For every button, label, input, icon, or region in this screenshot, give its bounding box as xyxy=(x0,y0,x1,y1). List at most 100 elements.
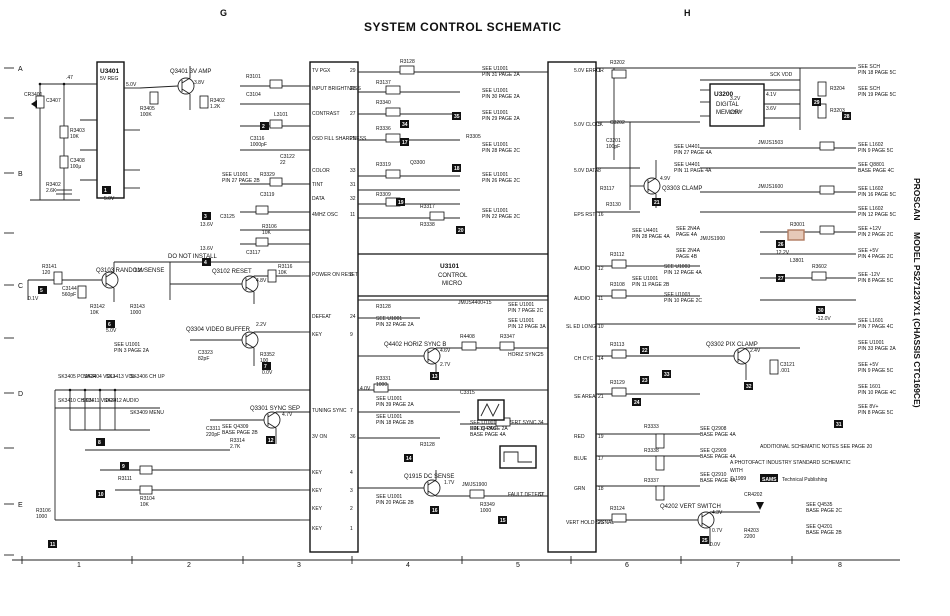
schematic-title: SYSTEM CONTROL SCHEMATIC xyxy=(364,20,562,34)
column-label-h: H xyxy=(684,8,691,18)
svg-text:.001: .001 xyxy=(780,368,790,374)
svg-text:1000pF: 1000pF xyxy=(250,142,267,148)
svg-text:.47: .47 xyxy=(66,75,73,81)
note-copyright: © 1999 xyxy=(730,475,746,482)
svg-text:100μ: 100μ xyxy=(70,164,81,170)
see-ref-25-sub: BASE PAGE 4A xyxy=(700,432,736,438)
sync-network: R3331 1000 C3315 R3128 xyxy=(358,376,548,469)
sams-sub: Technical Publishing xyxy=(782,477,828,483)
transistor-q4202: Q4202 VERT SWITCH CR4202 R4203 2200 xyxy=(660,492,764,546)
column-markers: 1 2 3 4 5 6 7 8 xyxy=(12,556,900,569)
tp-8: 8 xyxy=(98,440,101,446)
rpin-3-name: EPS RST xyxy=(574,212,595,218)
svg-text:R3405: R3405 xyxy=(140,106,155,112)
svg-text:82pF: 82pF xyxy=(198,356,209,362)
tp-24: 24 xyxy=(634,400,640,406)
transistor-q3304: Q3304 VIDEO BUFFER C3323 82pF R3352 100 xyxy=(186,327,300,366)
transistor-q1915: Q1915 DC SENSE JM/JS1900 R3349 1000 xyxy=(358,470,548,514)
svg-text:JM/JS1900: JM/JS1900 xyxy=(462,482,487,488)
svg-text:SCK VDD: SCK VDD xyxy=(770,72,793,78)
tp-26: 26 xyxy=(778,242,784,248)
svg-text:100pF: 100pF xyxy=(606,144,620,150)
rpin-2-name: 5.0V DATA xyxy=(574,168,599,174)
voltage-0: 5.0V xyxy=(126,82,137,88)
row-markers: A B C D E xyxy=(4,66,23,556)
see-ref-9: SEE U1001 xyxy=(376,414,402,420)
svg-text:220pF: 220pF xyxy=(206,432,220,438)
see-ref-24: SEE U1003 xyxy=(664,264,690,270)
voltage-13: 2.7V xyxy=(440,362,451,368)
transistor-q3303: Q3303 CLAMP xyxy=(630,160,702,208)
grid-number-7: 7 xyxy=(736,562,740,569)
svg-text:R3338: R3338 xyxy=(420,222,435,228)
rpin-4-num: 12 xyxy=(598,266,604,272)
svg-text:560pF: 560pF xyxy=(62,292,76,298)
rpin-6-num: 10 xyxy=(598,324,604,330)
svg-text:Q3300: Q3300 xyxy=(410,160,425,166)
svg-text:R3338: R3338 xyxy=(644,448,659,454)
see-ref-2-sub: PIN 29 PAGE 2A xyxy=(482,116,520,122)
svg-text:C3408: C3408 xyxy=(70,158,85,164)
see-ref-28: SEE Q4535 xyxy=(806,502,833,508)
svg-text:C3323: C3323 xyxy=(198,350,213,356)
svg-text:R3142: R3142 xyxy=(90,304,105,310)
key-switch-matrix: SK3405 POWER SK3404 VOL+ SK3413 VOL- SK3… xyxy=(36,374,310,521)
see-ref-8-sub: PIN 39 PAGE 2A xyxy=(376,402,414,408)
see-ref-20-sub: BASE PAGE 4A xyxy=(470,432,506,438)
see-ref-7-sub: PIN 32 PAGE 2A xyxy=(376,322,414,328)
svg-text:1.2K: 1.2K xyxy=(210,104,221,110)
see-ref-3: SEE U1001 xyxy=(482,142,508,148)
see-ref-19: SEE U1001 xyxy=(508,318,534,324)
photofact-notes: ADDITIONAL SCHEMATIC NOTES SEE PAGE 20 A… xyxy=(730,444,872,483)
lpin-5-name: TINT xyxy=(312,182,323,188)
lpin-4-num: 33 xyxy=(350,168,356,174)
u3101-right-pins: 5.0V ERROR 1 5.0V CLOCK 5 5.0V DATA 8 EP… xyxy=(566,68,614,526)
tp-6: 6 xyxy=(108,322,111,328)
row-label-a: A xyxy=(18,66,23,73)
q4202-label: Q4202 VERT SWITCH xyxy=(660,504,721,510)
lpin-10-name: TUNING SYNC xyxy=(312,408,347,414)
voltage-7: 5.0V xyxy=(106,328,117,334)
lpin-3-name: OSD FILL SHARPNESS xyxy=(312,136,367,142)
lpin-1-num: 28 xyxy=(350,86,356,92)
midpin-1-name: HORIZ SYNC xyxy=(508,352,539,358)
svg-text:1000: 1000 xyxy=(36,514,47,520)
svg-text:R3329: R3329 xyxy=(260,172,275,178)
see-ref-1-sub: PIN 30 PAGE 2A xyxy=(482,94,520,100)
svg-text:R3128: R3128 xyxy=(376,304,391,310)
lpin-11-name: 3V ON xyxy=(312,434,327,440)
svg-text:R3128: R3128 xyxy=(400,59,415,65)
svg-text:R3143: R3143 xyxy=(130,304,145,310)
svg-text:C3144: C3144 xyxy=(62,286,77,292)
see-ref-3-sub: PIN 28 PAGE 2C xyxy=(482,148,520,154)
tp-2: 2 xyxy=(262,124,265,130)
lpin-2-name: CONTRAST xyxy=(312,111,340,117)
rpin-1-num: 5 xyxy=(598,122,601,128)
see-ref-20: SEE Q4309 xyxy=(470,426,497,432)
edge-ref-10-sub: PIN 33 PAGE 2A xyxy=(858,346,896,352)
lpin-1-name: INPUT BRIGHTNESS xyxy=(312,86,361,92)
rpin-11-name: GRN xyxy=(574,486,586,492)
ic-u3101: U3101 CONTROL MICRO xyxy=(309,61,597,553)
lpin-15-num: 1 xyxy=(350,526,353,532)
switch-power: SK3405 POWER xyxy=(58,374,96,380)
side-model: MODEL PS27123YX1 (CHASSIS CTC169CE) xyxy=(912,232,922,408)
svg-text:R3129: R3129 xyxy=(610,380,625,386)
see-ref-0: SEE U1001 xyxy=(482,66,508,72)
voltage-11: 0.0V xyxy=(262,370,273,376)
edge-ref-9: SEE L1601 xyxy=(858,318,884,324)
tp-21: 21 xyxy=(654,200,660,206)
see-ref-25: SEE Q2908 xyxy=(700,426,727,432)
svg-text:R3130: R3130 xyxy=(606,202,621,208)
rpin-1-name: 5.0V CLOCK xyxy=(574,122,604,128)
svg-text:10K: 10K xyxy=(278,270,288,276)
svg-text:C3122: C3122 xyxy=(280,154,295,160)
tp-13: 13 xyxy=(432,374,438,380)
transistor-q3302: Q3302 PIX CLAMP C3121 .001 xyxy=(700,342,800,380)
edge-ref-1: SEE SCH xyxy=(858,86,880,92)
voltage-9: 2.2V xyxy=(256,322,267,328)
see-ref-6: SEE U1001 xyxy=(222,172,248,178)
see-ref-5: SEE U1001 xyxy=(482,208,508,214)
midpin-0-num: 24 xyxy=(350,314,356,320)
note-additional: ADDITIONAL SCHEMATIC NOTES SEE PAGE 20 xyxy=(760,444,872,450)
